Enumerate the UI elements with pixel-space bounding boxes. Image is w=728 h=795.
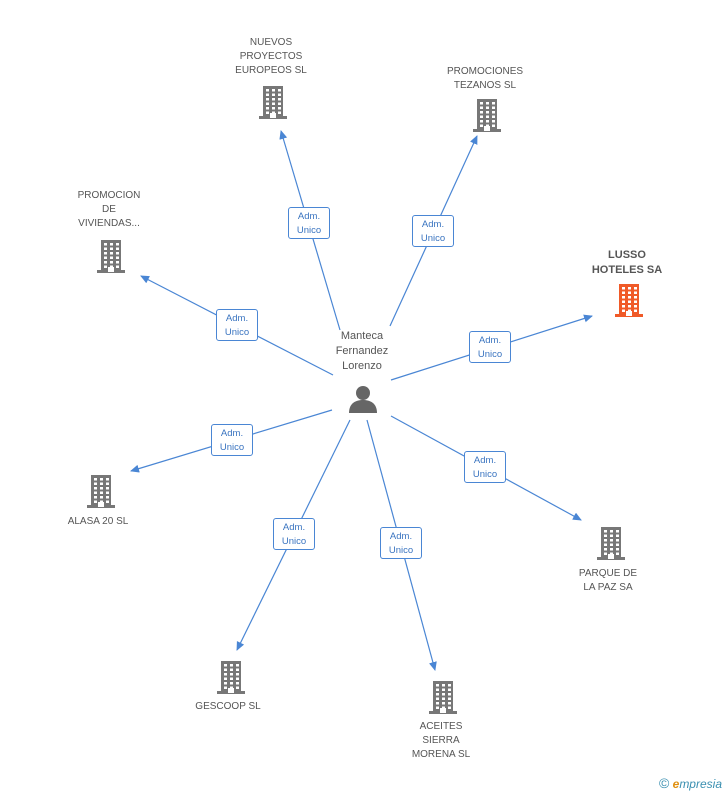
brand-name: mpresia <box>679 777 722 791</box>
relation-badge-lusso: Adm. Unico <box>469 331 511 363</box>
building-icon[interactable] <box>428 680 458 719</box>
building-icon[interactable] <box>216 660 246 699</box>
relation-badge-parque: Adm. Unico <box>464 451 506 483</box>
relation-badge-tezanos: Adm. Unico <box>412 215 454 247</box>
company-label-nuevos[interactable]: NUEVOS PROYECTOS EUROPEOS SL <box>235 37 307 76</box>
building-icon[interactable] <box>258 85 288 124</box>
company-label-alasa[interactable]: ALASA 20 SL <box>67 516 129 527</box>
building-icon[interactable] <box>96 239 126 278</box>
person-icon[interactable] <box>348 384 378 414</box>
company-label-parque[interactable]: PARQUE DE LA PAZ SA <box>578 568 638 593</box>
company-label-aceites[interactable]: ACEITES SIERRA MORENA SL <box>411 721 471 760</box>
building-icon[interactable] <box>472 98 502 137</box>
company-label-lusso[interactable]: LUSSO HOTELES SA <box>591 249 663 276</box>
copyright-symbol: © <box>658 775 670 791</box>
company-label-viviendas[interactable]: PROMOCION DE VIVIENDAS... <box>77 190 141 229</box>
building-icon[interactable] <box>614 283 644 322</box>
footer-brand[interactable]: © empresia <box>659 775 722 791</box>
brand-logo-initial: e <box>672 777 680 791</box>
relation-badge-alasa: Adm. Unico <box>211 424 253 456</box>
center-person-label[interactable]: Manteca Fernandez Lorenzo <box>335 330 389 372</box>
company-label-tezanos[interactable]: PROMOCIONES TEZANOS SL <box>446 66 524 91</box>
relation-badge-nuevos: Adm. Unico <box>288 207 330 239</box>
company-label-gescoop[interactable]: GESCOOP SL <box>195 701 261 712</box>
building-icon[interactable] <box>596 526 626 565</box>
relation-badge-aceites: Adm. Unico <box>380 527 422 559</box>
building-icon[interactable] <box>86 474 116 513</box>
relation-badge-viviendas: Adm. Unico <box>216 309 258 341</box>
relation-badge-gescoop: Adm. Unico <box>273 518 315 550</box>
